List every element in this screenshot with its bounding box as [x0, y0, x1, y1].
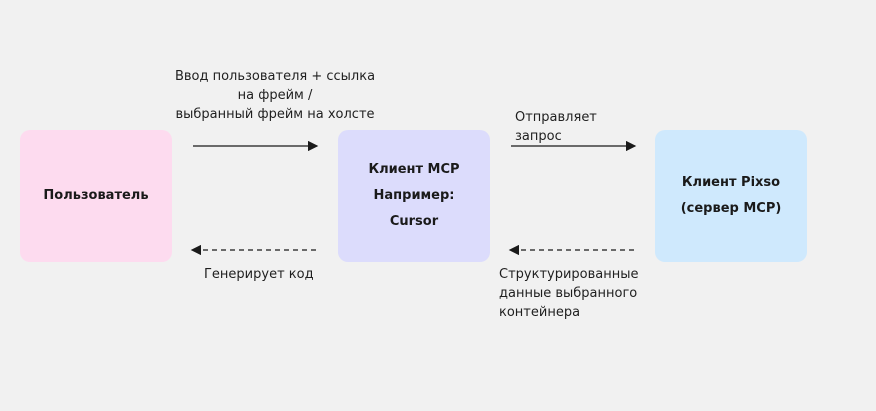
edge-label-mcp-to-user: Генерирует код [204, 267, 314, 282]
node-pixso-client-line-1: Клиент Pixso [681, 175, 781, 190]
edge-label-mcp-to-pixso: Отправляет запрос [515, 110, 597, 144]
node-user: Пользователь [20, 130, 172, 262]
node-pixso-client: Клиент Pixso (сервер MCP) [655, 130, 807, 262]
node-mcp-client-line-3: Cursor [389, 214, 439, 229]
edge-label-user-to-mcp: Ввод пользователя + ссылка на фрейм / вы… [174, 69, 376, 122]
edge-label-pixso-to-mcp: Структурированные данные выбранного конт… [499, 267, 639, 320]
node-pixso-client-line-2: (сервер MCP) [680, 201, 782, 216]
node-user-label: Пользователь [43, 188, 149, 203]
node-mcp-client-line-1: Клиент MCP [368, 162, 460, 177]
node-mcp-client: Клиент MCP Например: Cursor [338, 130, 490, 262]
node-mcp-client-line-2: Например: [373, 188, 455, 203]
